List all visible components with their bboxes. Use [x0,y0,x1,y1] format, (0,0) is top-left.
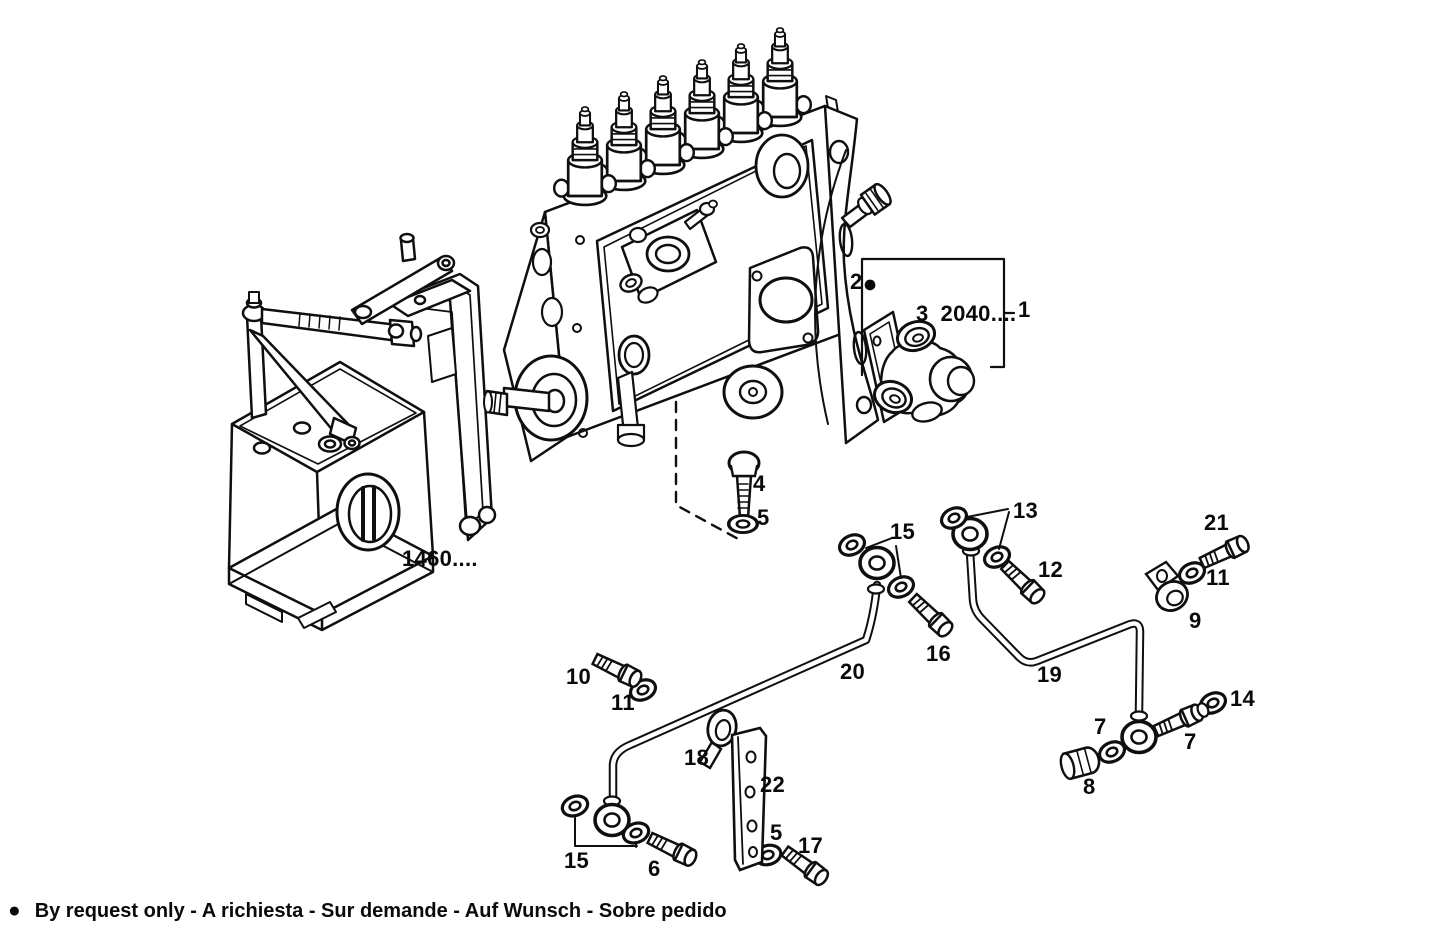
washers-and-bolts [557,502,1253,889]
by-request-dot: ● [862,270,878,298]
callout-14: 14 [1230,686,1256,711]
callout-22: 22 [760,772,786,797]
governor-unit [227,232,497,632]
cap-nut-8 [1059,746,1101,781]
callout-6: 6 [648,856,661,881]
callout-9: 9 [1189,608,1202,633]
callout-18: 18 [684,745,710,770]
bolt-4-washer-5 [674,400,761,542]
callout-2: 2● [850,271,878,297]
callout-4: 4 [753,471,766,496]
callout-1: 1 [1018,297,1031,322]
bracket-22 [730,726,768,872]
clamp-18 [698,708,738,770]
legend-bullet-icon: ● [8,899,21,922]
callout-12: 12 [1038,557,1064,582]
callout-11-right: 11 [1206,565,1230,590]
callout-13: 13 [1013,498,1039,523]
callout-15-lower: 15 [564,848,590,873]
assembly-1-bracket [860,257,1016,377]
injection-pump [483,26,892,463]
callout-15-upper: 15 [890,519,916,544]
callout-3-ref-code: 2040.... [940,301,1017,326]
callout-7-right: 7 [1184,729,1197,754]
callout-5-lower: 5 [770,820,783,845]
clamp-9 [1144,560,1189,612]
legend: ● By request only - A richiesta - Sur de… [8,899,727,923]
callout-16: 16 [926,641,952,666]
callout-3-number: 3 [916,301,929,326]
callout-10: 10 [566,664,592,689]
callout-3: 3 2040.... [916,303,1016,325]
fuel-pipe-20 [593,545,896,838]
callout-19: 19 [1037,662,1063,687]
callout-8: 8 [1083,774,1096,799]
callout-17: 17 [798,833,824,858]
fuel-pipe-19 [951,516,1158,755]
callout-21: 21 [1204,510,1230,535]
callout-7-left: 7 [1094,714,1107,739]
callout-11-left: 11 [611,690,635,715]
leader-lines [574,508,1010,848]
legend-text: By request only - A richiesta - Sur dema… [34,899,727,922]
callout-2-number: 2 [850,269,863,294]
governor-ref-code: 1460.... [402,546,478,571]
overflow-valve-assembly [862,310,976,424]
callout-20: 20 [840,659,866,684]
callout-5-upper: 5 [757,505,770,530]
